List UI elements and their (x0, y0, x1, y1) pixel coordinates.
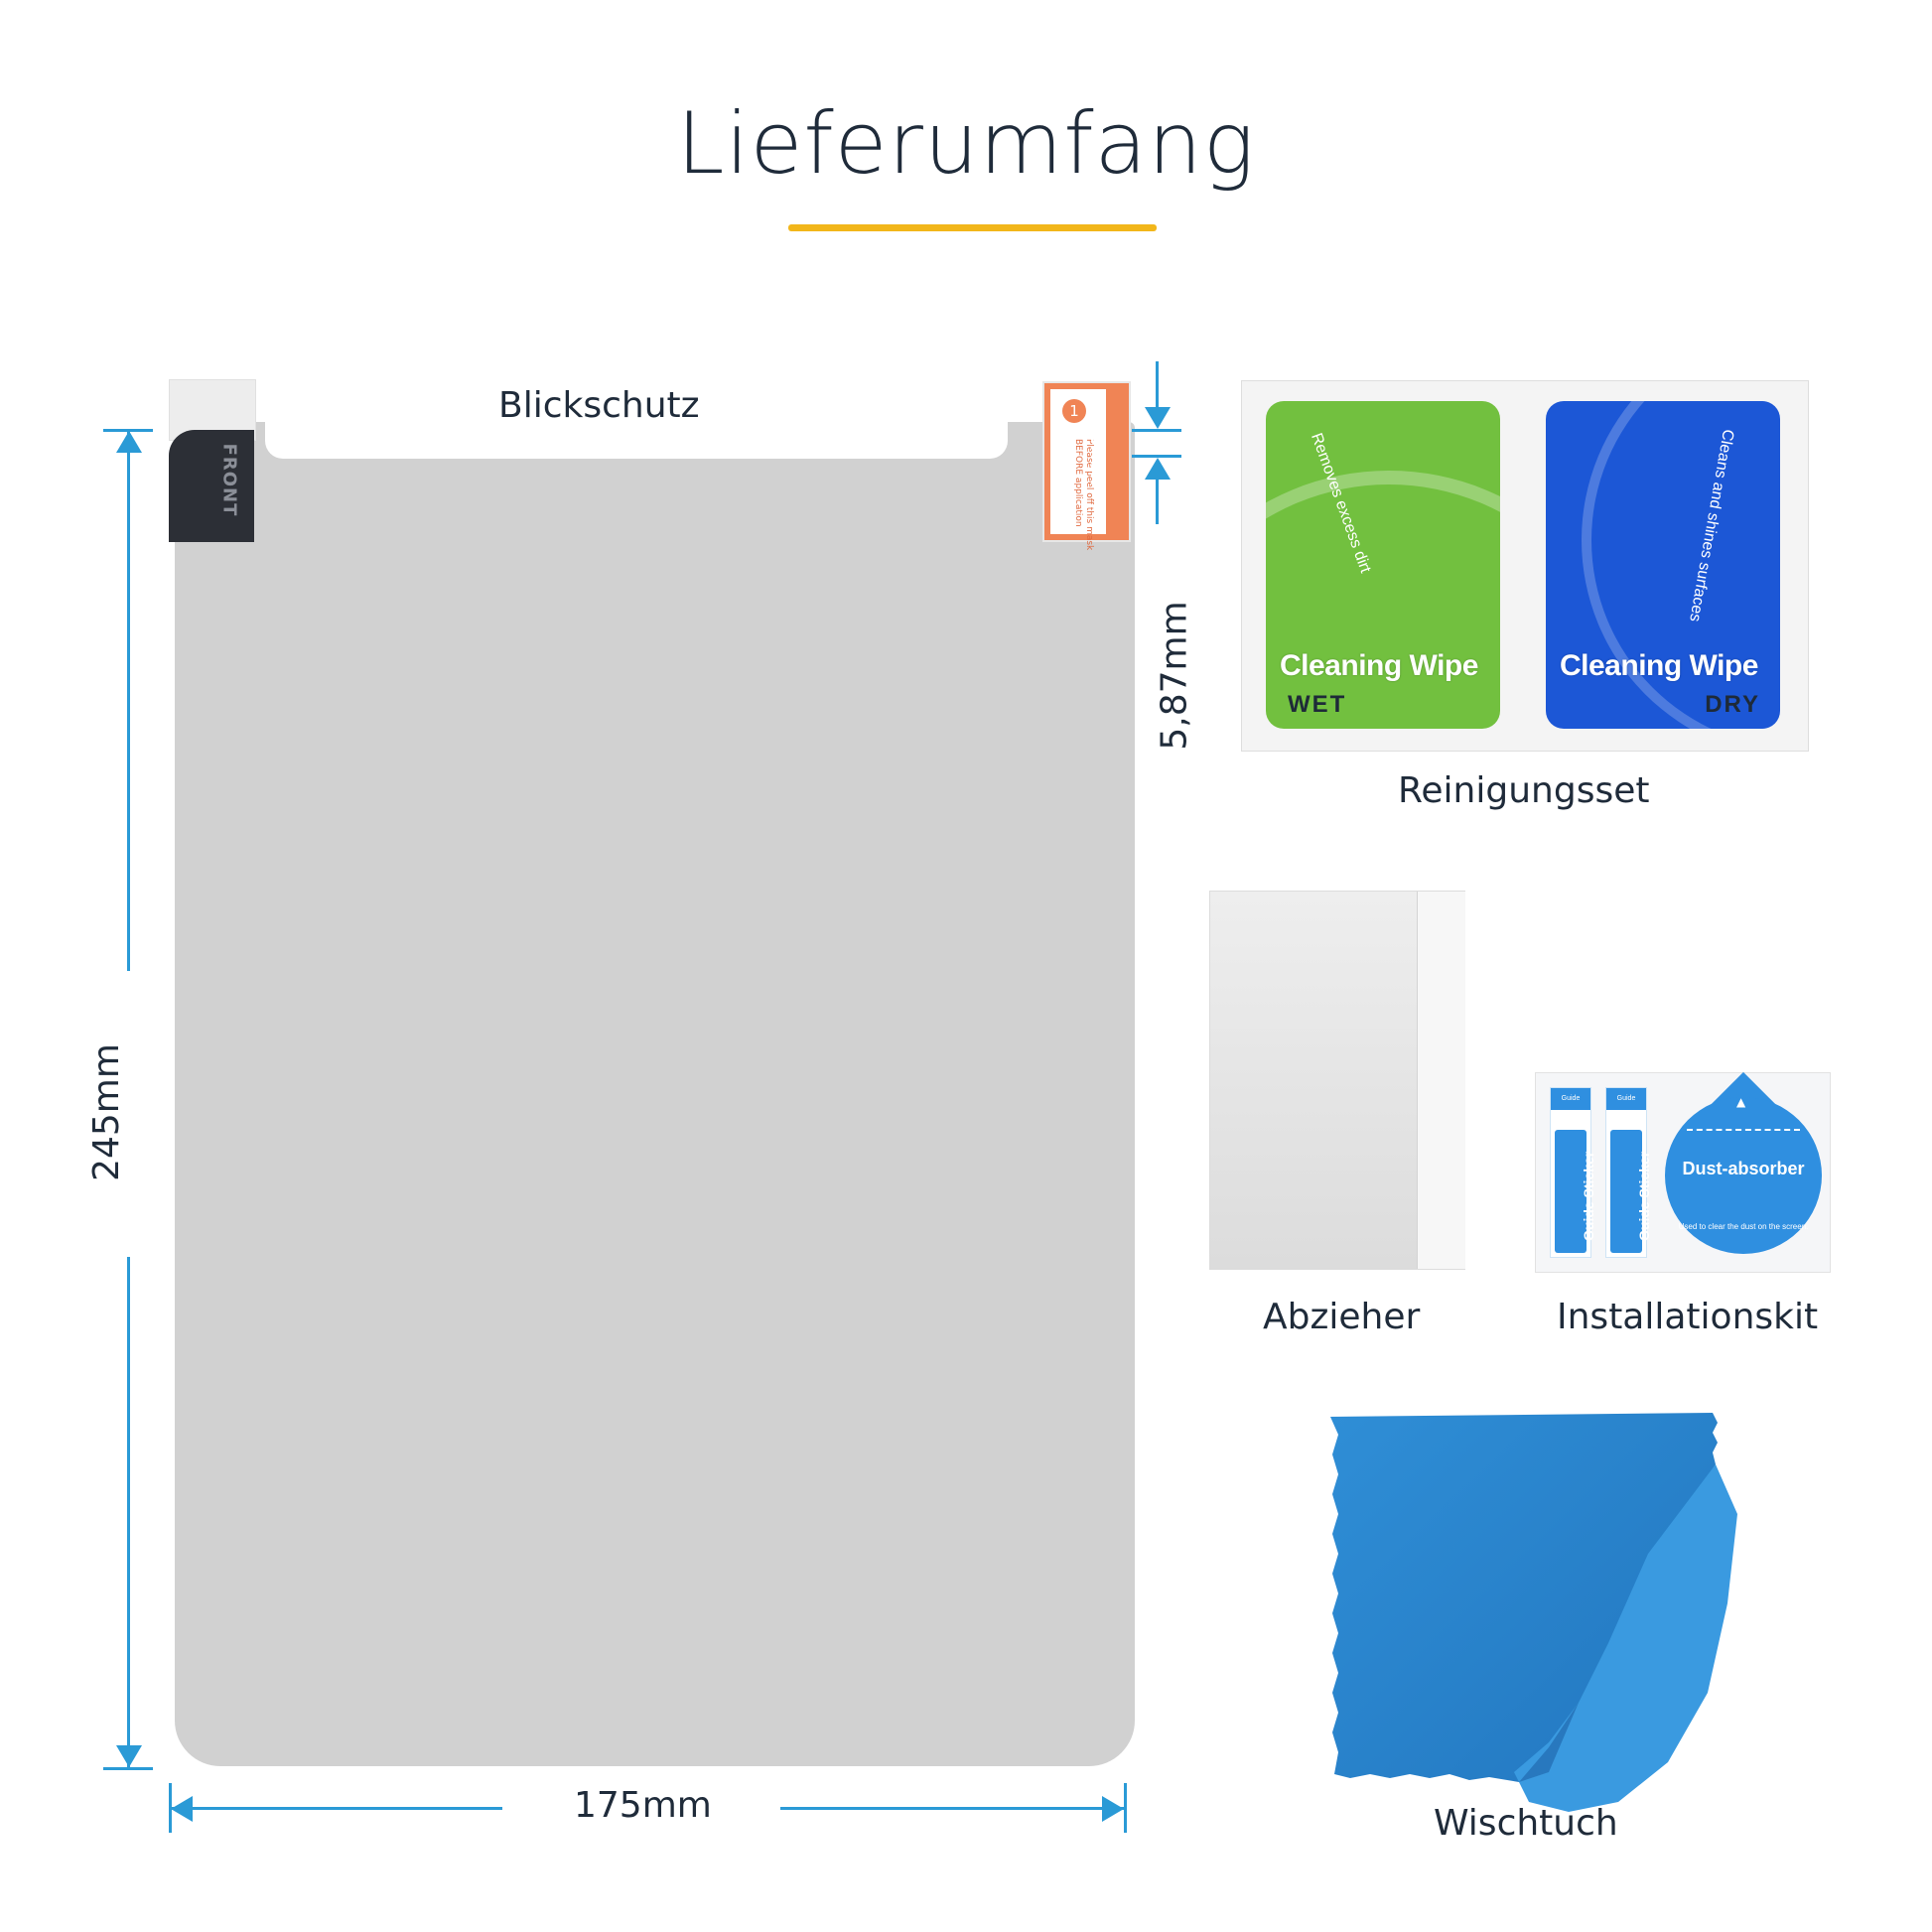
height-dim-bottom-cap (103, 1767, 153, 1770)
cloth-fold-shadow (1519, 1703, 1579, 1782)
back-tab-note-area: 1 Please peel off this mask BEFORE appli… (1050, 389, 1106, 550)
dust-absorber-title: Dust-absorber (1682, 1159, 1805, 1178)
dry-wipe-swoosh (1582, 401, 1780, 729)
arrow-up-icon: ▲ (1736, 1095, 1746, 1109)
height-dim-label: 245mm (85, 1043, 127, 1181)
cleaning-wipes-pack: Removes excess dirt Cleaning Wipe WET Cl… (1241, 380, 1809, 752)
cloth-main (1330, 1413, 1718, 1782)
wet-wipe-kind: WET (1288, 691, 1347, 718)
protector-label: Blickschutz (498, 385, 700, 426)
dust-absorber-subtitle: Used to clear the dust on the screen. (1678, 1222, 1809, 1231)
dry-wipe-name: Cleaning Wipe (1560, 649, 1758, 682)
offset-arrow-down (1145, 407, 1171, 429)
wet-wipe-swoosh (1266, 471, 1500, 729)
dust-absorber-peel-line (1687, 1129, 1800, 1131)
offset-dim-top-cap (1132, 429, 1181, 432)
cloth-label: Wischtuch (1434, 1803, 1618, 1844)
squeegee-felt-edge (1417, 892, 1465, 1269)
guide-sticker-1: Guide Sticker Guide Sticker (1550, 1087, 1596, 1258)
page-title: Lieferumfang (676, 94, 1256, 194)
back-tab-label: BACK (1086, 433, 1106, 484)
back-tab-step-number: 1 (1062, 399, 1086, 423)
guide-sticker-2: Guide Sticker Guide Sticker (1605, 1087, 1652, 1258)
microfiber-cloth (1330, 1413, 1737, 1812)
cleaning-set-label: Reinigungsset (1398, 770, 1650, 811)
title-underline (788, 224, 1157, 231)
width-arrow-left (171, 1796, 193, 1822)
cloth-folded-corner (1514, 1464, 1737, 1812)
dry-wipe-kind: DRY (1705, 691, 1760, 718)
squeegee-label: Abzieher (1263, 1297, 1421, 1337)
width-dim-label: 175mm (574, 1785, 712, 1826)
back-tab: 1 Please peel off this mask BEFORE appli… (1042, 381, 1131, 550)
height-dim-line-bottom (127, 1257, 130, 1767)
guide-sticker-1-text: Guide Sticker (1581, 1151, 1596, 1241)
wet-wipe: Removes excess dirt Cleaning Wipe WET (1266, 401, 1500, 729)
width-dim-line-right (780, 1807, 1124, 1810)
offset-dim-label: 5,87mm (1154, 601, 1195, 751)
width-arrow-right (1102, 1796, 1124, 1822)
guide-sticker-1-head: Guide Sticker (1551, 1088, 1590, 1124)
back-tab-note-line2: BEFORE application (1073, 439, 1083, 527)
front-tab-label: FRONT (218, 443, 240, 517)
offset-dim-line-bottom (1156, 475, 1159, 524)
height-dim-top-cap (103, 429, 153, 432)
guide-sticker-2-head: Guide Sticker (1606, 1088, 1646, 1124)
squeegee (1209, 891, 1465, 1270)
wet-wipe-name: Cleaning Wipe (1280, 649, 1478, 682)
squeegee-body (1210, 892, 1417, 1269)
width-dim-left-cap (169, 1783, 172, 1833)
offset-arrow-up (1145, 458, 1171, 480)
offset-dim-line-top (1156, 361, 1159, 411)
guide-sticker-1-body: Guide Sticker (1555, 1130, 1596, 1253)
film-top-notch (265, 417, 1008, 459)
width-dim-line-left (171, 1807, 502, 1810)
installation-kit-label: Installationskit (1557, 1297, 1819, 1337)
front-tab: FRONT (169, 430, 254, 542)
offset-dim-bottom-cap (1132, 455, 1181, 458)
height-arrow-up (116, 431, 142, 453)
installation-kit: Guide Sticker Guide Sticker Guide Sticke… (1535, 1071, 1831, 1273)
guide-sticker-2-text: Guide Sticker (1636, 1151, 1652, 1241)
dust-absorber: ▲ Dust-absorber Used to clear the dust o… (1665, 1071, 1822, 1262)
guide-sticker-2-body: Guide Sticker (1610, 1130, 1652, 1253)
dry-wipe: Cleans and shines surfaces Cleaning Wipe… (1546, 401, 1780, 729)
width-dim-right-cap (1124, 1783, 1127, 1833)
height-arrow-down (116, 1745, 142, 1767)
height-dim-line-top (127, 431, 130, 971)
privacy-film (175, 422, 1135, 1766)
dust-absorber-body (1665, 1097, 1822, 1254)
